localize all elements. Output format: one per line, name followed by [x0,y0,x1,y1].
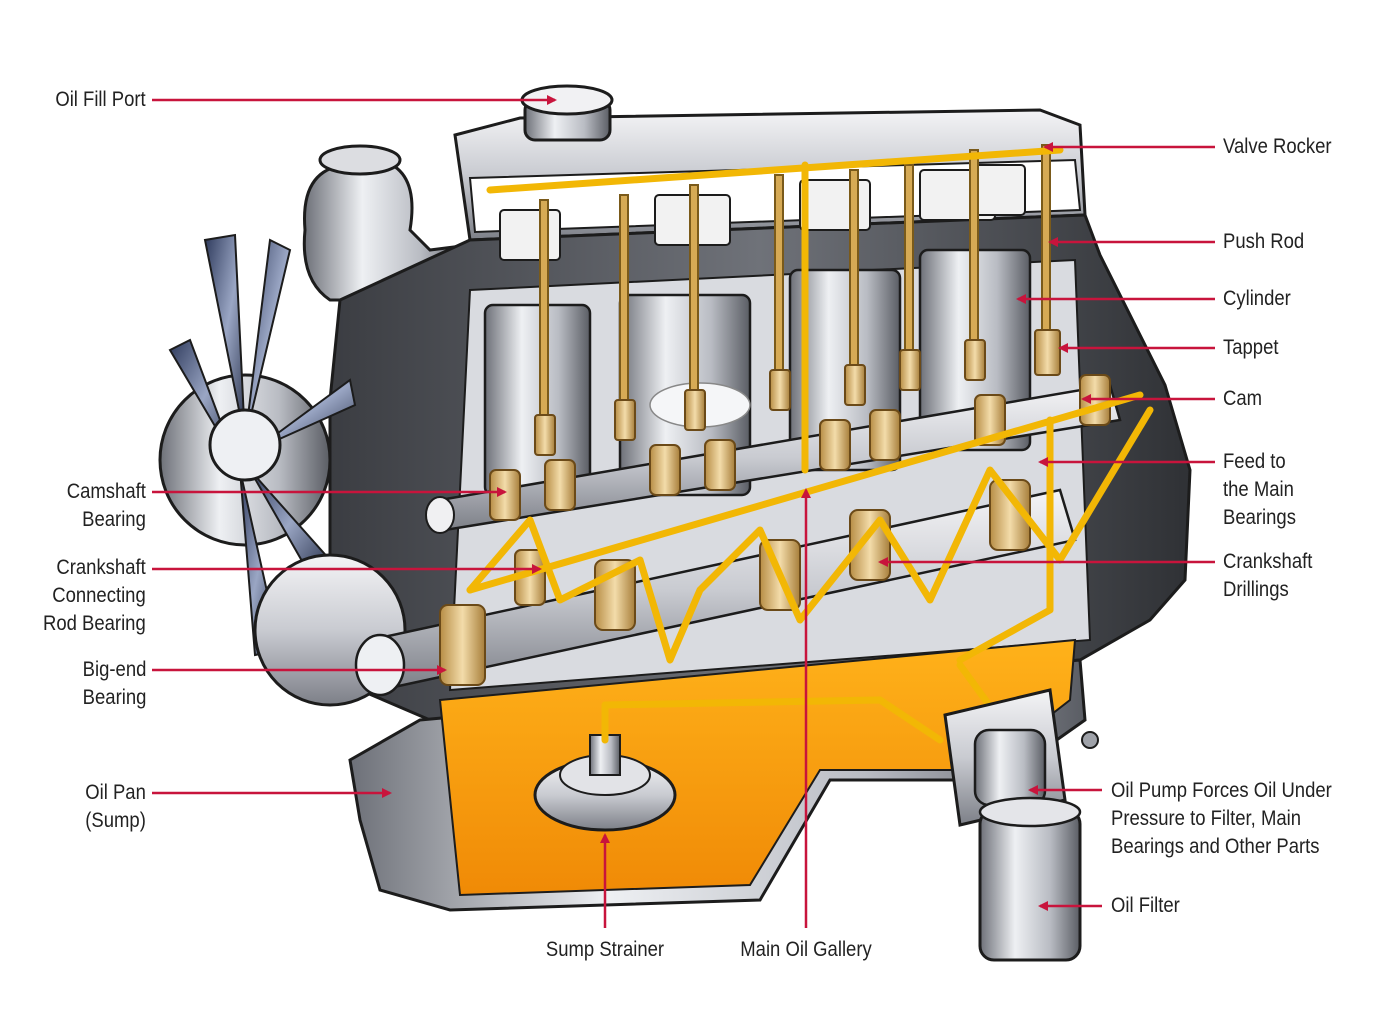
label-push-rod: Push Rod [1223,230,1305,253]
label-feed-main-bearings: Feed to the Main Bearings [1223,450,1296,529]
label-oil-filter: Oil Filter [1111,894,1180,917]
label-cam: Cam [1223,387,1263,410]
label-cylinder: Cylinder [1223,287,1291,310]
label-sump-strainer: Sump Strainer [545,938,665,961]
label-oil-pump: Oil Pump Forces Oil Under Pressure to Fi… [1111,779,1332,858]
label-crankshaft-drillings: Crankshaft Drillings [1223,550,1313,601]
oil-fill-cap [520,84,614,142]
label-valve-rocker: Valve Rocker [1223,135,1332,158]
label-crankshaft-connecting-rod-bearing: Crankshaft Connecting Rod Bearing [43,556,147,635]
label-main-oil-gallery: Main Oil Gallery [740,938,872,961]
leader-lines [152,95,1215,928]
oil-filter [978,796,1082,962]
label-tappet: Tappet [1223,336,1279,359]
push-rods [534,144,1061,456]
label-camshaft-bearing: Camshaft Bearing [66,480,146,531]
label-oil-pan: Oil Pan (Sump) [85,781,146,832]
sump-strainer [533,734,677,832]
label-big-end-bearing: Big-end Bearing [82,658,146,709]
label-oil-fill-port: Oil Fill Port [55,88,146,111]
